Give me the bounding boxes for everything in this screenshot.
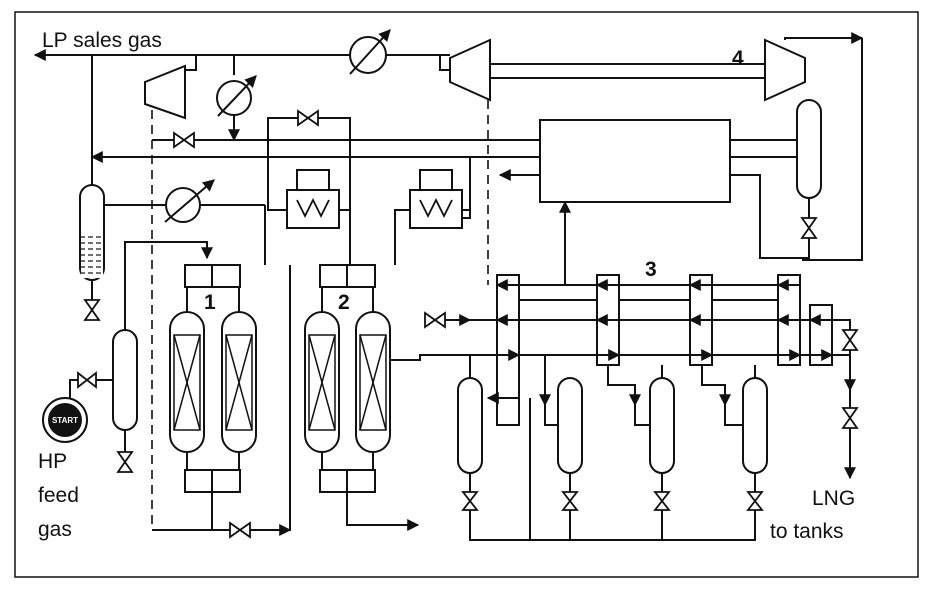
right-separator [730, 99, 822, 259]
unit-number-3: 3 [645, 258, 657, 281]
heat-exchanger-stack-5 [808, 304, 834, 366]
left-separator [79, 184, 105, 321]
feed-heat-exchanger [104, 179, 265, 330]
top-heat-exchanger-icon [349, 29, 391, 75]
reactor-1: 1 [169, 264, 257, 493]
to-tanks-label: to tanks [770, 520, 844, 543]
lp-sales-gas-label: LP sales gas [42, 29, 162, 52]
flash-drum-a [457, 355, 483, 511]
heat-exchanger-stack-1 [486, 274, 521, 426]
small-compressor [144, 54, 257, 142]
unit-number-2: 2 [338, 291, 350, 314]
flash-drum-d [701, 365, 768, 511]
lng-label: LNG [812, 487, 855, 510]
unit-number-4: 4 [732, 47, 744, 70]
flash-drum-b [539, 355, 583, 511]
diagram-frame [14, 11, 919, 578]
hp-label: HP [38, 450, 67, 473]
start-button[interactable]: START [42, 397, 88, 443]
expander-compressor-4 [449, 32, 864, 261]
cold-section-headers [420, 284, 830, 356]
feed-label: feed [38, 484, 79, 507]
regen-heater-2 [394, 169, 470, 265]
bottom-collector [469, 398, 756, 541]
reactor-2: 2 [304, 264, 391, 493]
heat-exchanger-stack-3 [688, 274, 714, 366]
main-exchanger-box [539, 119, 731, 203]
unit-number-1: 1 [204, 291, 216, 314]
regen-heater-1 [267, 140, 351, 265]
feed-vessel [69, 329, 138, 473]
heat-exchanger-stack-4 [776, 274, 802, 366]
start-label: START [52, 416, 78, 425]
lng-outlet [832, 319, 859, 480]
gas-label: gas [38, 518, 72, 541]
lp-sales-gas-line [33, 49, 450, 185]
heat-exchanger-stack-2 [595, 274, 621, 366]
top-bypass-valve [267, 109, 351, 140]
flash-drum-c [607, 365, 675, 511]
